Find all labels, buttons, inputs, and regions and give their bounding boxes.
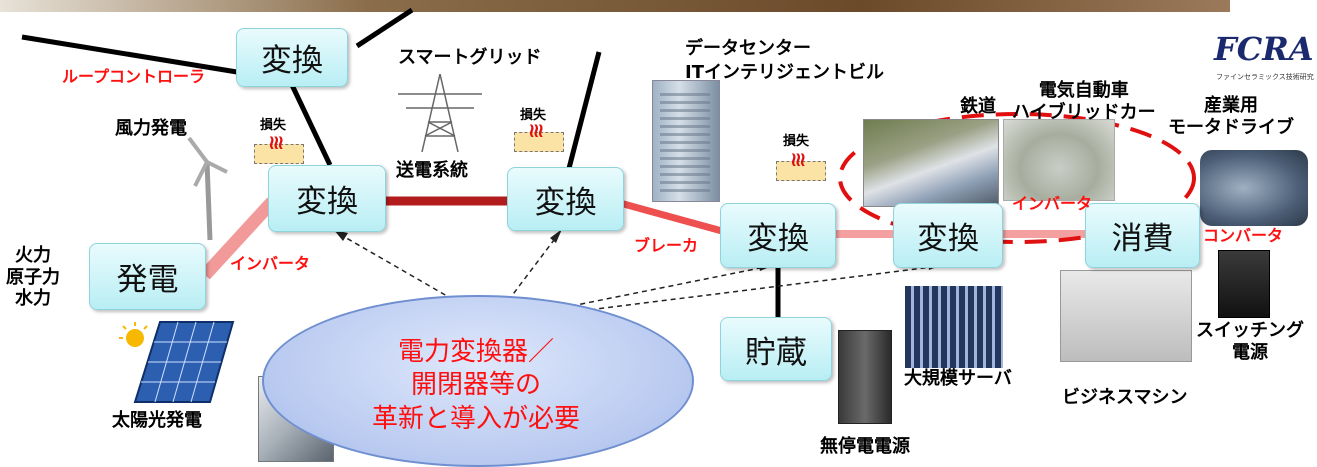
box-henkan-1: 変換 (268, 165, 386, 232)
industrial-motor-image (1200, 150, 1308, 226)
label-solar: 太陽光発電 (112, 410, 202, 431)
label-industrial-2: モータドライブ (1168, 116, 1294, 138)
solar-panel-icon (119, 321, 235, 403)
callout-line-1: 電力変換器／ (397, 337, 554, 367)
wind-turbine-icon (187, 136, 228, 241)
box-henkan-4: 変換 (893, 203, 1003, 268)
label-industrial: 産業用 モータドライブ (1168, 95, 1294, 138)
label-business-machine: ビジネスマシン (1062, 387, 1188, 408)
building-windows (660, 88, 710, 192)
label-inverter-1: インバータ (230, 254, 311, 273)
label-ups: 無停電電源 (820, 436, 910, 457)
callout-line-3: 革新と導入が必要 (371, 403, 580, 434)
fcra-logo-subtitle: ファインセラミックス技術研究 (1216, 73, 1314, 81)
box-shohi: 消費 (1085, 203, 1200, 268)
label-ev-1: 電気自動車 (1038, 80, 1129, 101)
label-ev: 電気自動車 ハイブリッドカー (1012, 80, 1156, 123)
hybrid-car-image (1003, 119, 1115, 201)
label-switching: スイッチング 電源 (1196, 320, 1304, 363)
label-wind-power: 風力発電 (115, 118, 187, 139)
loss-label-2: 損失 (520, 108, 547, 123)
header-bar (0, 0, 1230, 12)
label-converter: コンバータ (1203, 226, 1284, 245)
large-server-image (905, 286, 1003, 368)
loss-heat-icon-2: ≀≀≀ (514, 118, 564, 152)
label-thermal: 火力 原子力 水力 (6, 245, 60, 310)
loss-label-1: 損失 (260, 118, 287, 133)
callout-ellipse (262, 295, 694, 467)
label-large-server: 大規模サーバ (904, 368, 1012, 389)
shinkansen-train-image (863, 119, 999, 207)
loss-heat-icon-1: ≀≀≀ (254, 130, 304, 164)
box-hatsuden: 発電 (89, 243, 206, 310)
box-henkan-top: 変換 (236, 28, 348, 87)
label-datacenter-2: ITインテリジェントビル (685, 62, 884, 83)
business-machine-image (1060, 270, 1192, 362)
switching-power-supply-image (1218, 250, 1270, 318)
label-smart-grid: スマートグリッド (398, 47, 542, 68)
label-ev-2: ハイブリッドカー (1012, 101, 1156, 123)
box-henkan-2: 変換 (507, 167, 624, 231)
label-datacenter-1: データセンター (685, 38, 811, 59)
label-thermal-1: 火力 (15, 245, 51, 266)
loss-label-3: 損失 (783, 134, 810, 149)
callout-text: 電力変換器／ 開閉器等の 革新と導入が必要 (300, 336, 652, 436)
box-henkan-3: 変換 (720, 203, 836, 268)
label-thermal-2: 原子力 (6, 266, 60, 288)
label-transmission: 送電系統 (396, 160, 468, 181)
label-inverter-2: インバータ (1012, 194, 1093, 213)
label-switching-2: 電源 (1232, 341, 1268, 363)
label-breaker: ブレーカ (634, 236, 699, 255)
fcra-logo: FCRA (1214, 30, 1314, 68)
label-industrial-1: 産業用 (1204, 95, 1258, 116)
label-loop-controller: ループコントローラ (62, 67, 206, 86)
ups-unit-image (838, 330, 892, 424)
label-railway: 鉄道 (960, 96, 996, 117)
label-thermal-3: 水力 (15, 288, 51, 310)
transmission-tower-icon (398, 73, 482, 153)
box-chozo: 貯蔵 (720, 317, 832, 381)
callout-line-2: 開閉器等の (410, 370, 541, 401)
label-switching-1: スイッチング (1196, 320, 1304, 341)
loss-heat-icon-3: ≀≀≀ (776, 147, 826, 181)
